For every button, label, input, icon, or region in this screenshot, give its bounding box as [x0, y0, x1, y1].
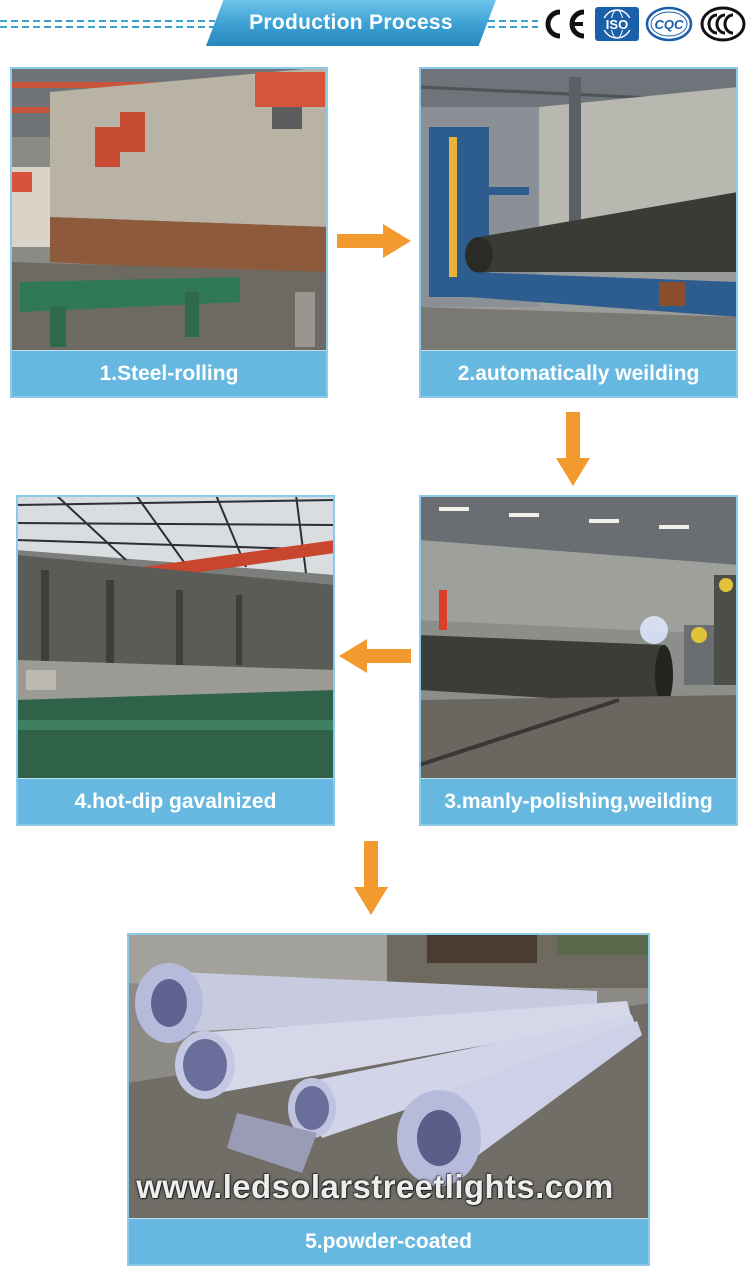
- website-watermark: www.ledsolarstreetlights.com: [136, 1168, 614, 1205]
- powder-coated-poles-photo: [127, 933, 650, 1218]
- arrow-right-icon: [337, 224, 411, 258]
- step-2-panel: 2.automatically weilding: [419, 67, 738, 398]
- cqc-text: CQC: [655, 17, 685, 32]
- header-dash-left: [0, 20, 215, 28]
- step-5-caption: 5.powder-coated: [127, 1218, 650, 1265]
- header-dash-right: [488, 20, 538, 28]
- arrow-down-icon-2: [354, 841, 388, 915]
- step-3-caption: 3.manly-polishing,weilding: [419, 778, 738, 825]
- automatic-welding-photo: [419, 67, 738, 350]
- step-2-caption: 2.automatically weilding: [419, 350, 738, 397]
- arrow-down-icon: [556, 412, 590, 486]
- polishing-welding-photo: [419, 495, 738, 778]
- arrow-left-icon: [339, 639, 411, 673]
- page-title: Production Process: [249, 11, 453, 34]
- cqc-logo-icon: CQC: [645, 6, 693, 42]
- hot-dip-galvanizing-photo: [16, 495, 335, 778]
- header-banner: [206, 0, 496, 46]
- steel-rolling-photo: [10, 67, 328, 350]
- step-1-panel: 1.Steel-rolling: [10, 67, 328, 398]
- iso-logo-icon: ISO: [594, 6, 640, 42]
- step-4-caption: 4.hot-dip gavalnized: [16, 778, 335, 825]
- iso-text: ISO: [606, 17, 628, 32]
- step-3-panel: 3.manly-polishing,weilding: [419, 495, 738, 826]
- ccc-mark-icon: [700, 6, 746, 42]
- step-1-caption: 1.Steel-rolling: [10, 350, 328, 397]
- step-4-panel: 4.hot-dip gavalnized: [16, 495, 335, 826]
- ce-mark-icon: [540, 6, 590, 42]
- step-5-panel: 5.powder-coated: [127, 933, 650, 1266]
